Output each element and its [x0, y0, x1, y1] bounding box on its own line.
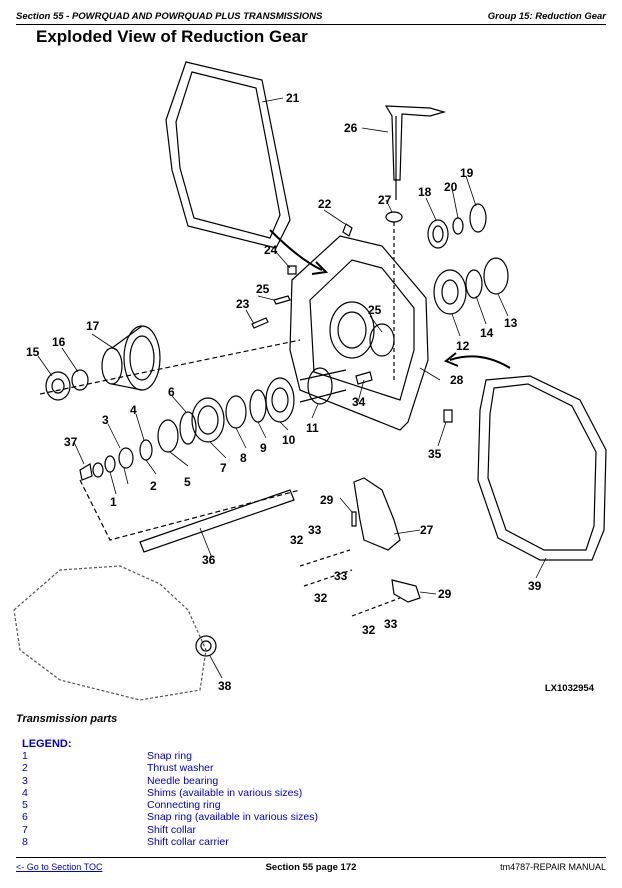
- callout-33-c: 33: [384, 617, 398, 631]
- section-toc-link[interactable]: <- Go to Section TOC: [16, 862, 103, 872]
- legend-key: 2: [22, 762, 28, 775]
- callout-15: 15: [26, 345, 40, 359]
- shaft-36: [139, 489, 295, 553]
- callout-13: 13: [504, 316, 518, 330]
- legend-value: Shift collar: [147, 823, 197, 836]
- callout-1: 1: [110, 495, 117, 509]
- callout-3: 3: [102, 413, 109, 427]
- legend-value: Snap ring: [147, 750, 192, 762]
- callout-14: 14: [480, 326, 494, 340]
- gasket-39: [477, 375, 607, 561]
- legend-item: 7 Shift collar: [22, 824, 462, 836]
- legend-key: 4: [22, 786, 28, 799]
- callout-20: 20: [444, 180, 458, 194]
- housing-26: [289, 235, 429, 431]
- header-section: Section 55 - POWRQUAD AND POWRQUAD PLUS …: [16, 11, 323, 22]
- callout-22: 22: [318, 197, 332, 211]
- legend-value: Connecting ring: [147, 799, 221, 812]
- callout-33-a: 33: [308, 523, 322, 537]
- manual-id: tm4787-REPAIR MANUAL: [500, 862, 606, 872]
- figure-caption: Transmission parts: [16, 713, 118, 725]
- page-number: Section 55 page 172: [265, 862, 357, 873]
- callout-31: 29: [320, 493, 334, 507]
- callout-21: 21: [286, 91, 300, 105]
- header-divider: [16, 24, 606, 25]
- callout-6: 6: [168, 385, 175, 399]
- callout-30: 29: [438, 587, 452, 601]
- shift-fork-29: [353, 477, 401, 551]
- callout-34: 34: [352, 395, 366, 409]
- callout-4: 4: [130, 403, 137, 417]
- legend-key: 6: [22, 811, 28, 824]
- legend-list: 1 Snap ring 2 Thrust washer 3 Needle bearin…: [22, 750, 462, 848]
- legend-item: 8 Shift collar carrier: [22, 836, 462, 848]
- exploded-view-diagram: 21 26 27 22 18 20 19 24 25 23 25 12 14 1…: [0, 50, 622, 710]
- callout-10: 10: [282, 433, 296, 447]
- callout-11: 11: [306, 421, 319, 435]
- legend-value: Snap ring (available in various sizes): [147, 811, 318, 824]
- legend-item: 2 Thrust washer: [22, 762, 462, 774]
- callout-17: 17: [86, 319, 100, 333]
- callout-37: 37: [64, 435, 78, 449]
- gasket-21: [165, 61, 291, 249]
- legend-value: Shift collar carrier: [147, 836, 229, 849]
- legend-value: Thrust washer: [147, 762, 214, 775]
- callout-2: 2: [150, 479, 157, 493]
- header-group: Group 15: Reduction Gear: [487, 11, 606, 22]
- callout-12: 12: [456, 339, 470, 353]
- callout-32-c: 32: [362, 623, 376, 637]
- legend-item: 4 Shims (available in various sizes): [22, 787, 462, 799]
- footer-divider: [16, 857, 606, 858]
- callout-27: 26: [344, 121, 358, 135]
- legend-key: 1: [22, 750, 28, 762]
- legend-key: 8: [22, 836, 28, 849]
- callout-36: 36: [202, 553, 216, 567]
- callout-39: 39: [528, 579, 542, 593]
- legend-item: 6 Snap ring (available in various sizes): [22, 811, 462, 823]
- legend-item: 1 Snap ring: [22, 750, 462, 762]
- legend-heading: LEGEND:: [22, 738, 72, 750]
- legend-item: 5 Connecting ring: [22, 799, 462, 811]
- callout-28: 27: [378, 193, 392, 207]
- legend-key: 7: [22, 823, 28, 836]
- callout-25-a: 25: [256, 282, 270, 296]
- legend-key: 3: [22, 774, 28, 787]
- legend-value: Needle bearing: [147, 774, 219, 787]
- callout-5: 5: [184, 475, 191, 489]
- callout-38: 38: [218, 679, 232, 693]
- callout-9: 9: [260, 441, 267, 455]
- callout-35: 35: [428, 447, 442, 461]
- figure-id: LX1032954: [544, 683, 594, 694]
- callout-32-b: 32: [314, 591, 328, 605]
- callout-8: 8: [240, 451, 247, 465]
- callout-26: 28: [450, 373, 464, 387]
- callout-24: 24: [264, 243, 278, 257]
- callout-16: 16: [52, 335, 66, 349]
- callout-29: 27: [420, 523, 434, 537]
- page-title: Exploded View of Reduction Gear: [36, 27, 308, 46]
- callout-18: 18: [418, 185, 432, 199]
- legend-key: 5: [22, 799, 28, 812]
- callout-19: 19: [460, 166, 474, 180]
- legend-value: Shims (available in various sizes): [147, 786, 303, 799]
- legend-item: 3 Needle bearing: [22, 775, 462, 787]
- callout-33-b: 33: [334, 569, 348, 583]
- callout-25-b: 25: [368, 303, 382, 317]
- callout-32-a: 32: [290, 533, 304, 547]
- callout-7: 7: [220, 461, 227, 475]
- callout-23: 23: [236, 297, 250, 311]
